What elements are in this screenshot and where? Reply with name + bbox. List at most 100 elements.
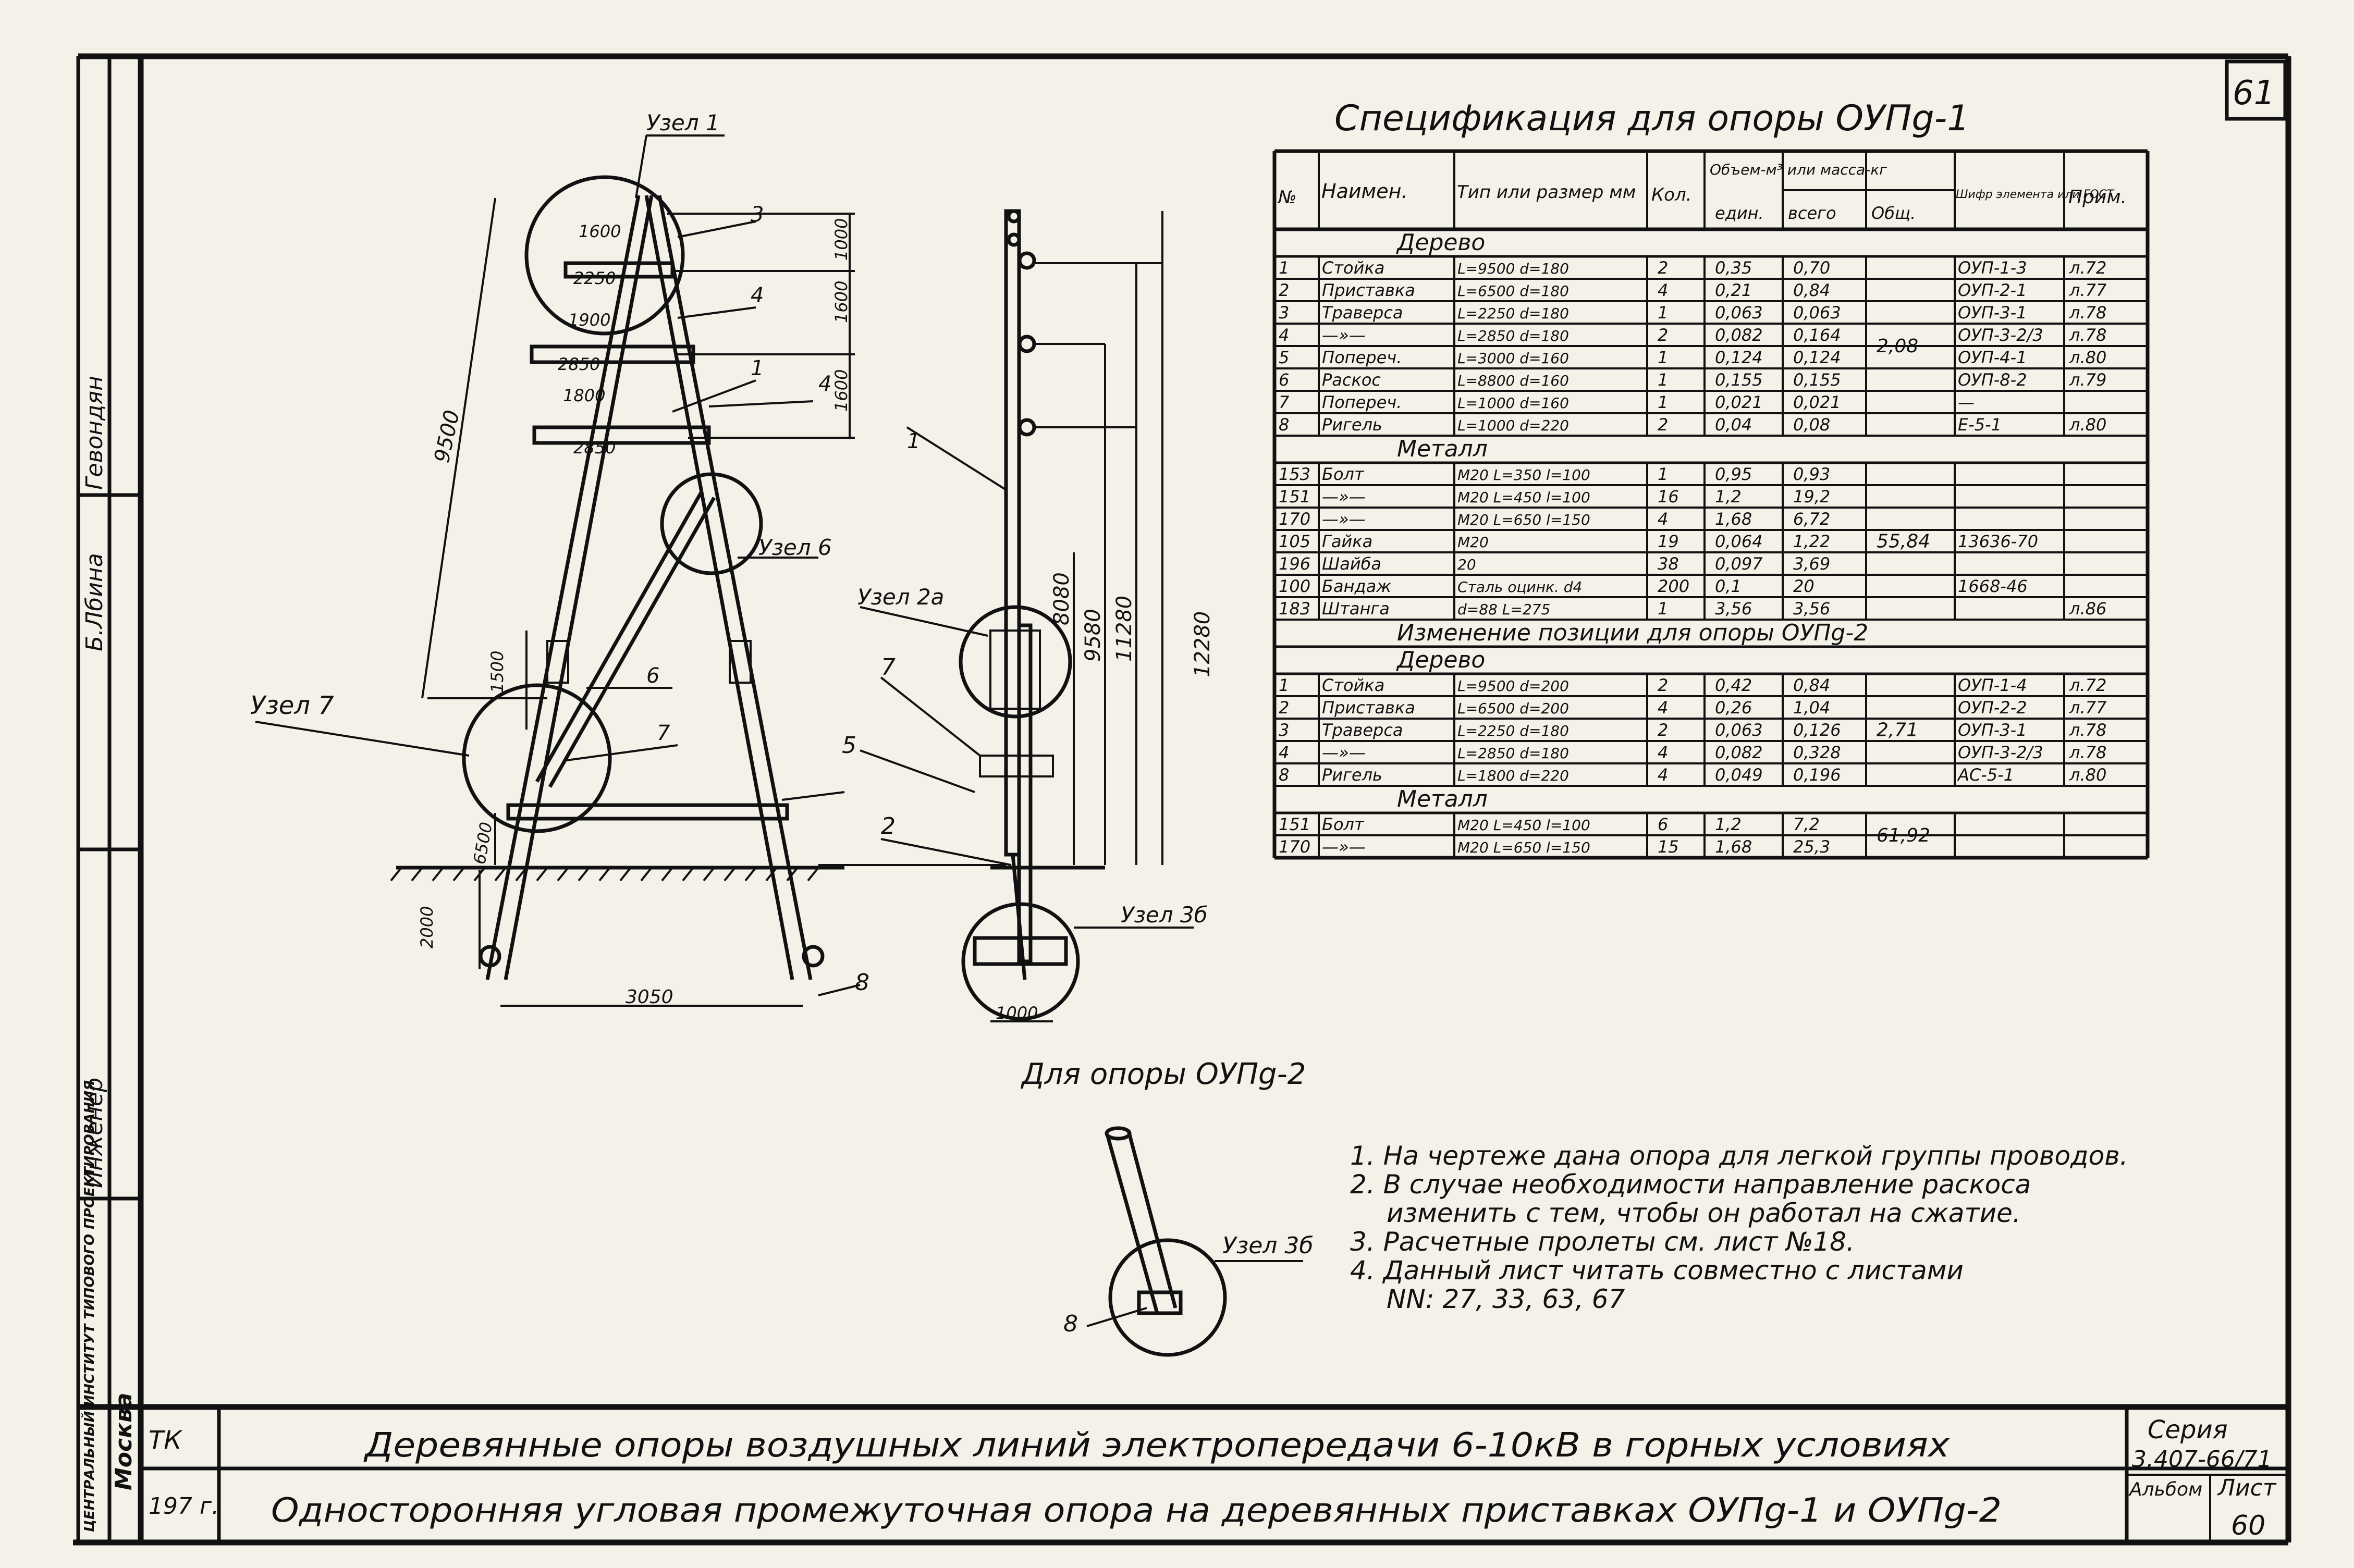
dim-2850-b: 2850 (573, 438, 616, 458)
metal1-cell: 196 (1279, 554, 1310, 574)
callout-4-b: 4 (818, 372, 831, 396)
wood2-cell: АС-5-1 (1957, 765, 2014, 785)
callout-1-a: 1 (751, 356, 764, 380)
metal1-cell: Шайба (1322, 554, 1381, 574)
wood2-cell: L=2250 d=180 (1457, 722, 1569, 739)
node-label-3b-small: Узел 3б (1222, 1232, 1314, 1259)
wood1-cell: L=9500 d=180 (1457, 260, 1569, 277)
wood2-cell: ОУП-1-4 (1958, 675, 2027, 695)
node-label-2a: Узел 2а (857, 584, 944, 610)
metal1-cell: 0,064 (1715, 532, 1763, 551)
header-note: Прим. (2068, 187, 2127, 208)
dim-6500: 6500 (469, 821, 496, 866)
spec-title: Спецификация для опоры ОУПg-1 (1334, 98, 1970, 139)
sheet-label: Лист (2217, 1475, 2277, 1501)
callout-7-b: 7 (881, 654, 896, 681)
metal1-cell: —»— (1322, 509, 1366, 529)
header-code: Шифр элемента или ГОСТ (1956, 188, 2115, 201)
dim-9500: 9500 (430, 408, 464, 465)
section-metal-1: Металл (1397, 436, 1488, 462)
node-label-6: Узел 6 (758, 535, 832, 560)
wood2-cell: 0,84 (1793, 675, 1830, 695)
wood1-cell: Траверса (1322, 303, 1403, 323)
side-labels: 1 Узел 2а 7 5 2 8 Узел 3б 8080 9580 1128… (842, 429, 1306, 1091)
wood1-cell: Приставка (1322, 280, 1415, 300)
wood2-cell: Траверса (1322, 720, 1403, 740)
wood1-cell: ОУП-3-2/3 (1958, 325, 2043, 345)
header-qty: Кол. (1651, 184, 1691, 205)
metal1-cell: М20 (1457, 534, 1489, 551)
wood1-cell: 1 (1658, 303, 1668, 323)
wood2-cell: 3 (1279, 720, 1289, 740)
wood2-cell: Приставка (1322, 698, 1415, 718)
wood2-cell: 1 (1279, 675, 1289, 695)
dim-1800: 1800 (563, 386, 605, 405)
node-label-1: Узел 1 (646, 110, 720, 135)
metal1-cell: 1,2 (1715, 487, 1742, 507)
metal1-cell: л.86 (2069, 599, 2106, 619)
metal1-cell: d=88 L=275 (1457, 601, 1550, 618)
metal1-cell: 1668-46 (1958, 576, 2028, 596)
section-metal-2: Металл (1397, 786, 1488, 812)
metal2-cell: 7,2 (1793, 814, 1820, 834)
callout-8-small: 8 (1063, 1311, 1078, 1337)
metal1-cell: Бандаж (1322, 576, 1391, 596)
metal2-cell: М20 L=450 l=100 (1457, 817, 1590, 834)
series-label: Серия (2148, 1415, 2228, 1444)
wood2-cell: L=9500 d=200 (1457, 677, 1569, 695)
wood2-cell: 2 (1658, 675, 1668, 695)
wood1-cell: 0,35 (1715, 258, 1752, 278)
wood1-cell: 1 (1658, 348, 1668, 367)
wood1-cell: л.77 (2069, 280, 2107, 300)
metal2-cell: —»— (1322, 837, 1366, 857)
metal2-cell: 170 (1279, 837, 1310, 857)
wood2-cell: 4 (1658, 765, 1668, 785)
metal1-cell: Болт (1322, 464, 1365, 484)
wood1-cell: 4 (1279, 325, 1289, 345)
wood1-cell: 0,063 (1793, 303, 1841, 323)
wood1-cell: L=1000 d=220 (1457, 417, 1569, 434)
wood1-cell: л.78 (2069, 303, 2106, 323)
section-wood-1: Дерево (1396, 229, 1485, 256)
album-label: Альбом (2128, 1479, 2202, 1500)
callout-5: 5 (842, 732, 856, 759)
wood2-cell: ОУП-2-2 (1958, 698, 2027, 718)
wood2-cell: 0,42 (1715, 675, 1752, 695)
wood1-cell: ОУП-4-1 (1958, 348, 2027, 367)
metal1-cell: 1,22 (1793, 532, 1830, 551)
wood1-cell: ОУП-1-3 (1958, 258, 2027, 278)
wood1-cell: 0,164 (1793, 325, 1841, 345)
wood2-cell: 0,196 (1793, 765, 1841, 785)
wood1-cell: л.80 (2069, 415, 2106, 435)
wood1-cell: 1 (1658, 370, 1668, 390)
wood1-cell: 2 (1279, 280, 1289, 300)
metal1-cell: 19,2 (1793, 487, 1830, 507)
wood1-cell: ОУП-2-1 (1958, 280, 2027, 300)
header-type: Тип или размер мм (1457, 182, 1636, 203)
wood1-cell: 3 (1279, 303, 1289, 323)
title-org: ТК (149, 1426, 182, 1455)
note-line: изменить с тем, чтобы он работал на сжат… (1387, 1198, 2021, 1228)
wood1-cell: 0,84 (1793, 280, 1830, 300)
metal1-cell: 170 (1279, 509, 1310, 529)
wood1-cell: L=2850 d=180 (1457, 327, 1569, 344)
series-value: 3.407-66/71 (2132, 1446, 2272, 1473)
dim-3050: 3050 (626, 986, 673, 1008)
metal1-cell: 3,56 (1715, 599, 1752, 619)
wood1-cell: —»— (1322, 325, 1366, 345)
dim-11280: 11280 (1112, 596, 1136, 662)
wood2-cell: 4 (1658, 698, 1668, 718)
metal1-cell: 16 (1658, 487, 1679, 507)
metal1-cell: 0,097 (1715, 554, 1763, 574)
wood1-cell: Е-5-1 (1958, 415, 2002, 435)
wood1-cell: L=8800 d=160 (1457, 372, 1569, 389)
title-year: 197 г. (149, 1493, 219, 1520)
wood1-cell: 2 (1658, 325, 1668, 345)
wood2-cell: л.78 (2069, 743, 2106, 762)
wood2-cell: 1,04 (1793, 698, 1830, 718)
notes-block: 1. На чертеже дана опора для легкой груп… (1350, 1141, 2128, 1314)
wood1-cell: 0,082 (1715, 325, 1763, 345)
metal2-cell: Болт (1322, 814, 1365, 834)
wood2-cell: L=2850 d=180 (1457, 745, 1569, 762)
metal1-cell: Сталь оцинк. d4 (1457, 578, 1582, 596)
